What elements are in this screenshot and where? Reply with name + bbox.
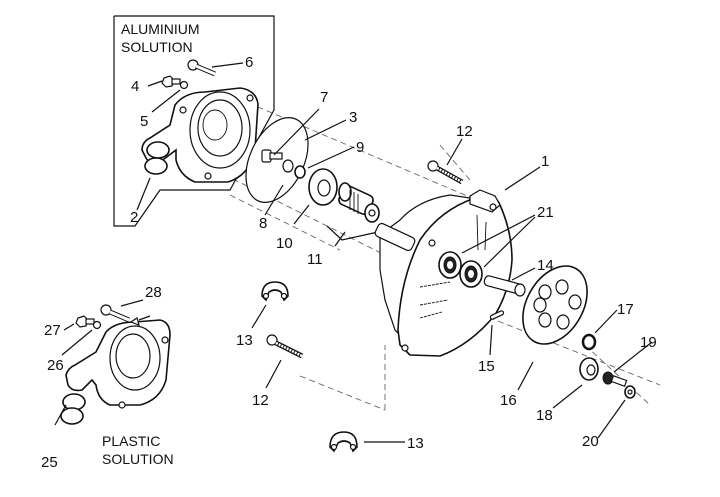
- shaft-14: [483, 275, 526, 297]
- plastic-caption-line2: SOLUTION: [102, 451, 174, 467]
- plastic-caption-line1: PLASTIC: [102, 433, 160, 449]
- pump-head-plastic: [60, 319, 171, 425]
- clip-13-upper: [261, 281, 289, 302]
- housing-shaft: [374, 222, 416, 252]
- bearing-21b: [459, 260, 483, 288]
- washer-3: [282, 159, 294, 173]
- callout-14: 14: [537, 257, 554, 274]
- callout-17: 17: [617, 301, 634, 318]
- callout-7: 7: [320, 89, 328, 106]
- bearing-21a: [438, 251, 462, 279]
- callout-11: 11: [307, 251, 323, 268]
- callout-4: 4: [131, 78, 139, 95]
- callout-6: 6: [245, 54, 253, 71]
- piston-plate-16: [522, 265, 588, 345]
- screw-19: [602, 371, 628, 387]
- bolt-27: [100, 304, 130, 323]
- seal-assembly-11: [338, 182, 380, 223]
- callout-12-bottom: 12: [252, 392, 269, 409]
- callout-26: 27: [44, 322, 61, 339]
- callout-27: 28: [145, 284, 162, 301]
- callout-13-lower: 13: [407, 435, 424, 452]
- callout-1: 1: [541, 153, 549, 170]
- screw-26: [75, 315, 95, 328]
- callout-15: 15: [478, 358, 495, 375]
- callout-19: 19: [640, 334, 657, 351]
- aluminium-caption-line1: ALUMINIUM: [121, 21, 200, 37]
- callout-18: 18: [536, 407, 553, 424]
- bolt-6: [187, 59, 216, 77]
- bolt-12-bottom: [266, 334, 304, 359]
- outlet-port: [144, 157, 168, 175]
- pump-head-aluminium: [141, 87, 259, 183]
- bolt-12-top: [427, 160, 464, 185]
- screw-4: [161, 75, 181, 88]
- gear-housing-1: [374, 189, 513, 357]
- callout-9: 9: [356, 139, 364, 156]
- callout-16: 16: [500, 392, 517, 409]
- inlet-port: [146, 141, 170, 159]
- washer-5: [179, 80, 189, 90]
- callout-25: 26: [47, 357, 64, 374]
- callout-2: 2: [130, 209, 138, 226]
- callout-13-upper: 13: [236, 332, 253, 349]
- callout-21: 21: [537, 204, 554, 221]
- callout-10: 10: [276, 235, 293, 252]
- callout-3: 3: [349, 109, 357, 126]
- bushing-18: [579, 357, 599, 381]
- o-ring-17: [581, 333, 597, 351]
- aluminium-solution-inset: ALUMINIUM SOLUTION: [113, 15, 275, 227]
- callout-20: 20: [582, 433, 599, 450]
- bracket-11: [326, 225, 379, 241]
- cap-28: [129, 317, 140, 326]
- plastic-outlet-port: [60, 407, 84, 425]
- washer-20: [624, 385, 636, 399]
- washer-9: [294, 165, 306, 179]
- callout-12-top: 12: [456, 123, 473, 140]
- seal-parts-group: [245, 117, 380, 241]
- disc-10: [308, 168, 338, 206]
- callout-5: 5: [140, 113, 148, 130]
- pin-15: [489, 310, 505, 320]
- callout-24: 25: [41, 454, 58, 471]
- clip-13-lower: [329, 431, 358, 453]
- aluminium-caption-line2: SOLUTION: [121, 39, 193, 55]
- leader-lines: [54, 62, 653, 443]
- callout-labels: 6 4 5 2 7 3 9 8 10 11 12 1 21 14 15 16 1…: [41, 54, 657, 471]
- callout-8: 8: [259, 215, 267, 232]
- washer-25: [92, 320, 102, 330]
